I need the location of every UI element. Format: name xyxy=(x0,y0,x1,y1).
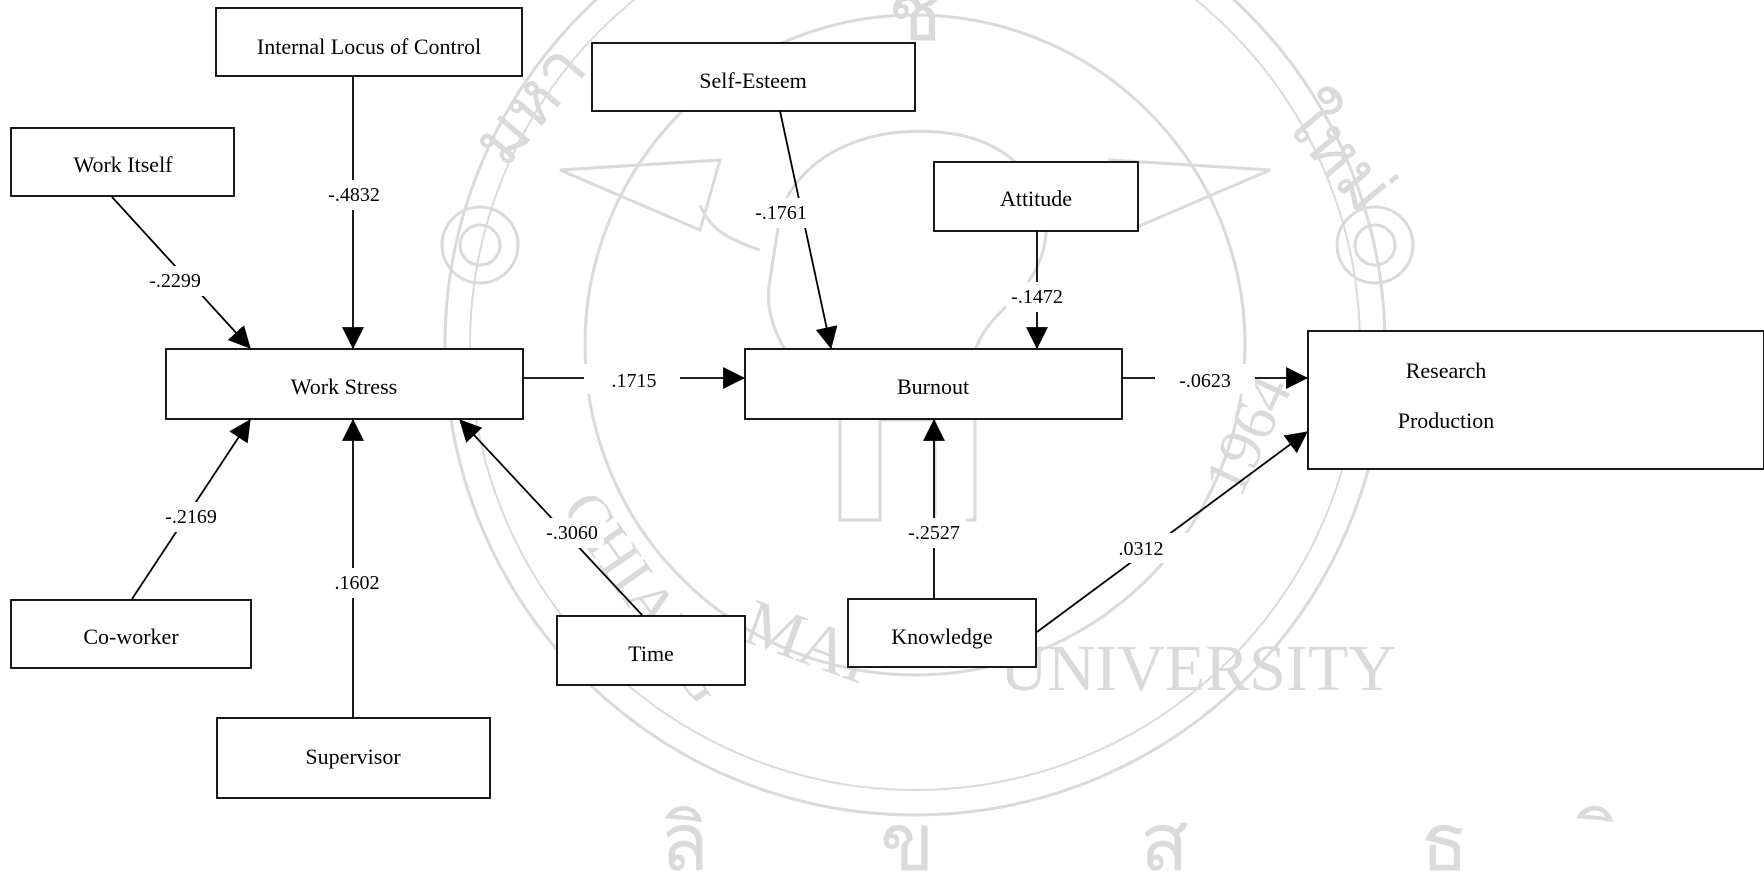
coef-attitude: -.1472 xyxy=(1011,286,1063,308)
coef-work-itself: -.2299 xyxy=(149,270,201,292)
coef-knowledge-burnout: -.2527 xyxy=(908,522,960,544)
node-label: Supervisor xyxy=(305,744,401,769)
node-label: Co-worker xyxy=(83,624,179,649)
node-time: Time xyxy=(556,615,746,686)
node-label-line-2: Production xyxy=(1398,408,1495,433)
node-burnout: Burnout xyxy=(744,348,1123,420)
node-research-production: Research Production xyxy=(1307,330,1764,470)
node-label: Internal Locus of Control xyxy=(257,34,481,59)
svg-text:ส: ส xyxy=(1140,800,1189,883)
node-label-line-1: Research xyxy=(1406,358,1487,383)
svg-text:ิ: ิ xyxy=(1576,806,1613,823)
coef-self-esteem: -.1761 xyxy=(755,202,807,224)
node-label: Work Itself xyxy=(73,152,173,177)
node-knowledge: Knowledge xyxy=(847,598,1037,668)
node-self-esteem: Self-Esteem xyxy=(591,42,916,112)
edge-knowledge-to-research-production xyxy=(1036,431,1308,633)
coef-internal-locus: -.4832 xyxy=(328,184,380,206)
node-co-worker: Co-worker xyxy=(10,599,252,669)
edge-self-esteem-to-burnout xyxy=(779,110,838,350)
nodes: Internal Locus of Control Self-Esteem Wo… xyxy=(10,7,1764,799)
svg-text:ใหม่: ใหม่ xyxy=(1268,79,1411,227)
coefficients: -.4832 -.2299 -.2169 .1602 -.3060 .1715 … xyxy=(144,180,1255,598)
node-label: Burnout xyxy=(897,374,969,399)
coef-work-stress-burnout: .1715 xyxy=(612,370,657,392)
edge-time-to-work-stress xyxy=(459,419,643,616)
node-attitude: Attitude xyxy=(933,161,1139,232)
coef-burnout-research: -.0623 xyxy=(1179,370,1231,392)
edges xyxy=(111,76,1309,717)
node-internal-locus-of-control: Internal Locus of Control xyxy=(215,7,523,77)
svg-text:ธ: ธ xyxy=(1420,800,1469,883)
node-work-stress: Work Stress xyxy=(165,348,524,420)
svg-text:ลิ: ลิ xyxy=(660,800,709,883)
coef-co-worker: -.2169 xyxy=(165,506,217,528)
svg-text:ข: ข xyxy=(880,800,935,883)
node-label: Self-Esteem xyxy=(699,68,807,93)
node-label: Work Stress xyxy=(291,374,397,399)
coef-supervisor: .1602 xyxy=(335,572,380,594)
coef-knowledge-research: .0312 xyxy=(1119,538,1164,560)
node-label: Time xyxy=(628,641,674,666)
node-work-itself: Work Itself xyxy=(10,127,235,197)
node-label: Attitude xyxy=(1000,186,1072,211)
node-label: Knowledge xyxy=(891,624,992,649)
coef-time: -.3060 xyxy=(546,522,598,544)
svg-text:UNIVERSITY: UNIVERSITY xyxy=(1000,632,1396,705)
node-supervisor: Supervisor xyxy=(216,717,491,799)
